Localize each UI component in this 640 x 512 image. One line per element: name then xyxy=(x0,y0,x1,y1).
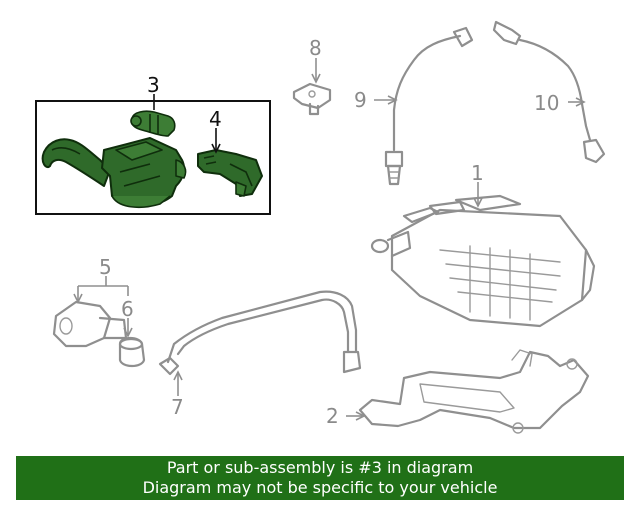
part-9-sensor[interactable] xyxy=(384,26,474,186)
callout-3: 3 xyxy=(147,73,160,97)
part-3-purge-valve[interactable] xyxy=(41,110,187,209)
callout-5: 5 xyxy=(99,255,112,279)
part-2-bracket[interactable] xyxy=(358,349,590,434)
banner-line-1: Part or sub-assembly is #3 in diagram xyxy=(166,458,474,477)
callout-8: 8 xyxy=(309,36,322,60)
part-5-connector[interactable] xyxy=(52,300,128,348)
callout-6: 6 xyxy=(121,297,134,321)
part-8-clip[interactable] xyxy=(292,82,332,116)
callout-1: 1 xyxy=(471,161,484,185)
info-banner: Part or sub-assembly is #3 in diagram Di… xyxy=(16,456,624,500)
highlight-box xyxy=(35,100,271,215)
callout-9: 9 xyxy=(354,88,367,112)
part-7-hose[interactable] xyxy=(158,290,362,376)
leader-lines xyxy=(73,58,586,421)
callout-10: 10 xyxy=(534,91,559,115)
callouts: 3 4 8 9 10 1 5 6 7 2 xyxy=(99,36,559,428)
parts-diagram: 3 4 8 9 10 1 5 6 7 2 xyxy=(35,20,606,434)
part-6-cap[interactable] xyxy=(118,336,146,368)
part-4-bracket[interactable] xyxy=(197,149,263,197)
callout-2: 2 xyxy=(326,404,339,428)
banner-line-2: Diagram may not be specific to your vehi… xyxy=(142,478,498,497)
part-1-canister[interactable] xyxy=(370,194,596,328)
callout-4: 4 xyxy=(209,107,222,131)
callout-7: 7 xyxy=(171,395,184,419)
